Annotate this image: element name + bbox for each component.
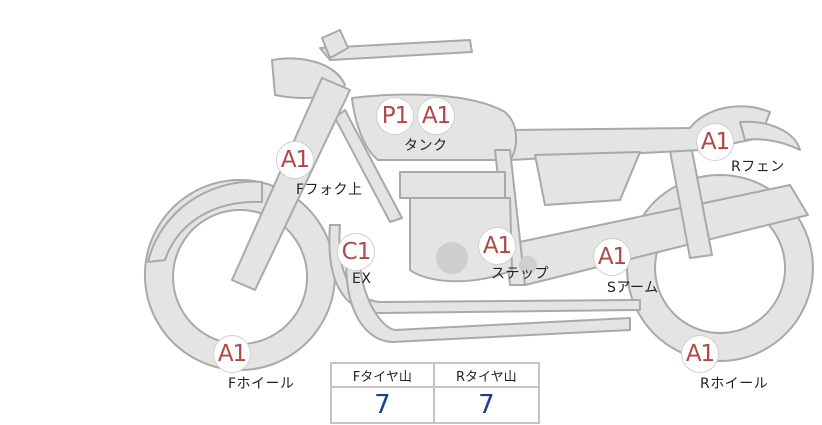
rear-tire-tread-value: 7 (432, 386, 541, 424)
mirror (321, 29, 349, 59)
front-tire-tread-header: Fタイヤ山 (330, 362, 435, 388)
rear-fender-shape (739, 120, 801, 151)
grade-badge-rear-fender: A1 (696, 123, 734, 161)
rear-tire-tread-header: Rタイヤ山 (432, 362, 541, 388)
front-fender (147, 180, 263, 263)
label-swing-arm: Sアーム (607, 280, 659, 296)
tire-tread-table: Fタイヤ山 Rタイヤ山 7 7 (330, 362, 541, 424)
engine-cover (436, 242, 468, 274)
grade-badge-rear-wheel: A1 (681, 335, 719, 373)
handlebar (319, 39, 473, 61)
grade-badge-step: A1 (478, 227, 516, 265)
exhaust-pipe-2 (345, 239, 631, 343)
grade-badge-tank-a1: A1 (417, 97, 455, 135)
label-front-wheel: Fホイール (228, 376, 295, 392)
engine-cover-2 (519, 256, 537, 274)
grade-badge-swing-arm: A1 (593, 238, 631, 276)
label-rear-fender: Rフェン (731, 159, 785, 175)
engine-block (399, 171, 506, 199)
label-front-fork-upper: Fフォク上 (296, 182, 363, 198)
grade-badge-front-fork-upper: A1 (276, 141, 314, 179)
label-step: ステップ (491, 266, 549, 282)
label-tank: タンク (404, 138, 448, 154)
label-exhaust: EX (352, 271, 372, 287)
label-rear-wheel: Rホイール (700, 376, 769, 392)
front-tire-tread-value: 7 (330, 386, 435, 424)
side-cover (534, 151, 641, 206)
grade-badge-tank-p1: P1 (376, 97, 414, 135)
front-fork (231, 77, 351, 291)
grade-badge-exhaust: C1 (337, 233, 375, 271)
grade-badge-front-wheel: A1 (213, 335, 251, 373)
